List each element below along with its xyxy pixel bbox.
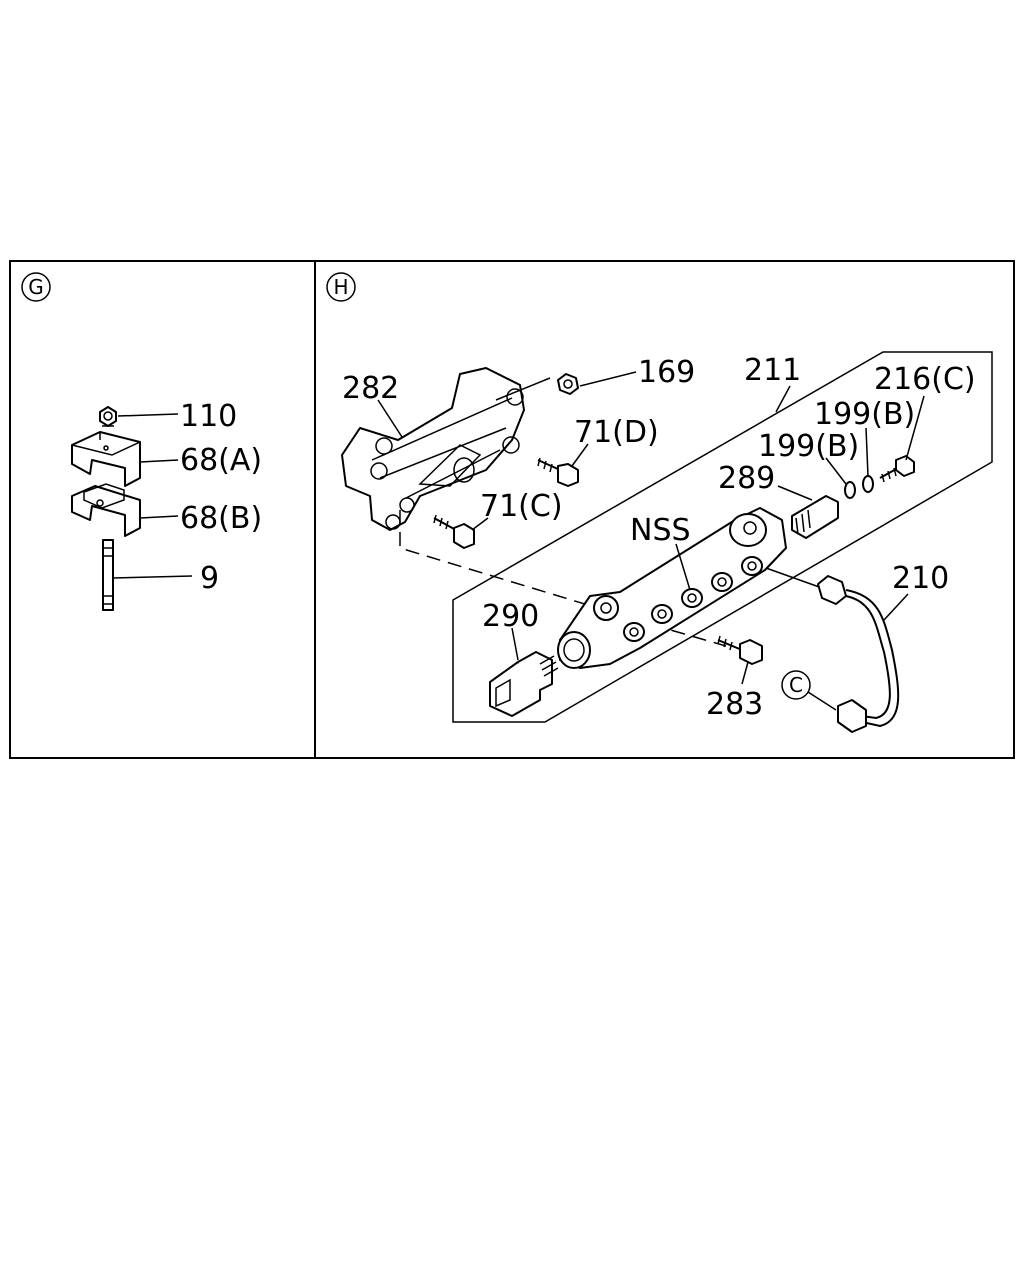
pressure-limiter-289-icon: [791, 495, 839, 539]
panel-h-frame: [314, 260, 1015, 759]
callout-71d: 71(D): [574, 415, 659, 450]
callout-110: 110: [180, 399, 237, 434]
leader-68a: [139, 459, 179, 463]
clamp-68a-icon: [71, 431, 141, 487]
callout-289: 289: [718, 461, 775, 496]
callout-9: 9: [200, 561, 219, 596]
panel-g-marker-label: G: [28, 275, 44, 299]
leader-199b-lower: [825, 457, 847, 485]
callout-199b-lower: 199(B): [758, 429, 859, 464]
leader-216c: [905, 395, 925, 461]
callout-199b-upper: 199(B): [814, 397, 915, 432]
leader-71c: [471, 517, 489, 531]
callout-211: 211: [744, 353, 801, 388]
bracket-to-169-line: [495, 377, 551, 401]
panel-h-marker: H: [326, 272, 356, 302]
callout-71c: 71(C): [480, 489, 563, 524]
clamp-68b-icon: [71, 483, 141, 537]
callout-68a: 68(A): [180, 443, 262, 478]
dash-bracket-to-rail: [399, 510, 599, 609]
leader-210: [883, 593, 909, 621]
sensor-290-icon: [489, 651, 559, 717]
callout-210: 210: [892, 561, 949, 596]
callout-216c: 216(C): [874, 362, 976, 397]
leader-289: [777, 485, 813, 501]
stud-9-icon: [102, 539, 114, 611]
nut-169-icon: [557, 373, 579, 395]
callout-68b: 68(B): [180, 501, 262, 536]
callout-290: 290: [482, 599, 539, 634]
bolt-71d-icon: [537, 457, 579, 487]
washer-199b-upper-icon: [862, 475, 874, 493]
panel-g-frame: [9, 260, 316, 759]
leader-nss: [675, 543, 691, 591]
leader-211: [775, 385, 791, 413]
washer-199b-lower-icon: [844, 481, 856, 499]
leader-290: [511, 627, 519, 661]
panel-g-marker: G: [21, 272, 51, 302]
leader-283: [741, 661, 749, 685]
callout-nss: NSS: [630, 513, 691, 548]
leader-9: [112, 575, 193, 579]
nut-110-icon: [99, 406, 117, 427]
leader-ref-c: [807, 691, 837, 711]
leader-71d: [571, 443, 589, 467]
reference-c-marker: C: [781, 670, 811, 700]
panel-h-marker-label: H: [333, 275, 348, 299]
leader-68b: [139, 515, 179, 519]
leader-110: [117, 413, 179, 417]
bolt-283-icon: [717, 635, 763, 665]
fuel-pipe-210-icon: [765, 567, 900, 733]
callout-283: 283: [706, 687, 763, 722]
callout-169: 169: [638, 355, 695, 390]
bolt-216c-icon: [879, 455, 915, 483]
leader-199b-upper: [865, 427, 869, 477]
bracket-282-icon: [341, 367, 525, 531]
leader-169: [579, 371, 637, 387]
reference-c-label: C: [789, 673, 803, 697]
rail-assembly-outline: [452, 351, 993, 723]
bolt-71c-icon: [433, 514, 475, 549]
callout-282: 282: [342, 371, 399, 406]
fuel-rail-icon: [557, 507, 787, 669]
leader-282: [377, 399, 403, 438]
